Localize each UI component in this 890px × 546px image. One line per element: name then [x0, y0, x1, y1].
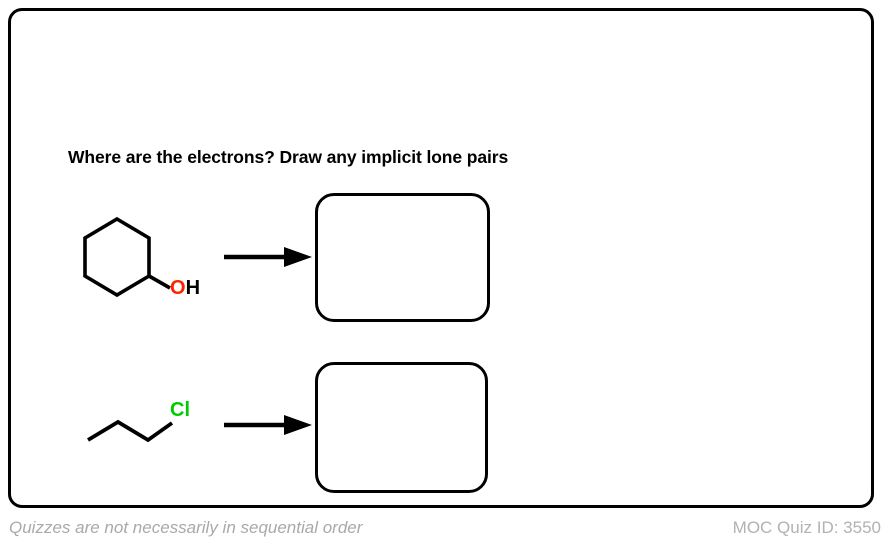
- footer: Quizzes are not necessarily in sequentia…: [0, 518, 890, 546]
- propyl-chain-icon: [87, 419, 174, 443]
- reaction-arrow-2: [224, 412, 316, 443]
- arrow-right-icon: [224, 247, 312, 267]
- answer-box-cyclohexanol[interactable]: [315, 193, 490, 322]
- answer-box-chloropropane[interactable]: [315, 362, 488, 493]
- atom-hydrogen: H: [185, 277, 201, 299]
- atom-label-chlorine: Cl: [170, 400, 190, 420]
- structure-cyclohexanol: OH: [78, 210, 218, 310]
- arrow-right-icon: [224, 415, 312, 435]
- atom-oxygen: O: [170, 277, 186, 299]
- cyclohexane-ring-icon: [83, 216, 171, 298]
- structure-chloropropane: Cl: [80, 398, 210, 453]
- page-title: Where are the electrons? Draw any implic…: [68, 147, 509, 167]
- reaction-arrow-1: [224, 244, 316, 275]
- atom-chlorine: Cl: [170, 399, 190, 421]
- footer-note: Quizzes are not necessarily in sequentia…: [9, 518, 363, 537]
- footer-quiz-id: MOC Quiz ID: 3550: [732, 518, 881, 537]
- quiz-card-border: [8, 8, 874, 508]
- atom-label-hydroxyl: OH: [170, 278, 200, 298]
